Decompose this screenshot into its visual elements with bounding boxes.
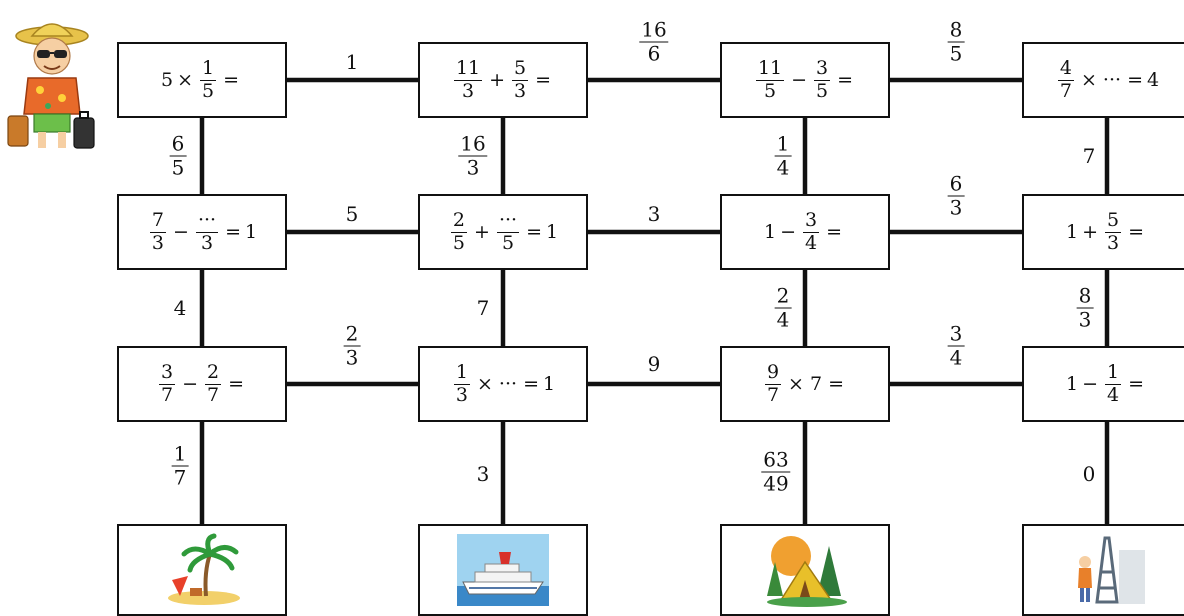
edge-label-c1-23: 4 xyxy=(174,296,187,320)
camping-tent-icon xyxy=(757,532,853,608)
cruise-ship-icon xyxy=(455,532,551,608)
destination-cruise[interactable] xyxy=(418,524,588,616)
destination-camping[interactable] xyxy=(720,524,890,616)
island-icon xyxy=(154,532,250,608)
edge-label-c4-12: 7 xyxy=(1083,144,1096,168)
eiffel-tower-icon xyxy=(1059,532,1155,608)
destination-paris[interactable] xyxy=(1022,524,1184,616)
edge-label-r1-12: 1 xyxy=(346,50,359,74)
edge-label-r3-23: 9 xyxy=(648,352,661,376)
edge-label-c2-23: 7 xyxy=(477,296,490,320)
edge-label-c4-3d: 0 xyxy=(1083,462,1096,486)
edge-label-c2-3d: 3 xyxy=(477,462,490,486)
destination-island[interactable] xyxy=(117,524,287,616)
edge-label-r2-12: 5 xyxy=(346,202,359,226)
edge-label-r2-23: 3 xyxy=(648,202,661,226)
tourist-icon xyxy=(4,14,100,154)
